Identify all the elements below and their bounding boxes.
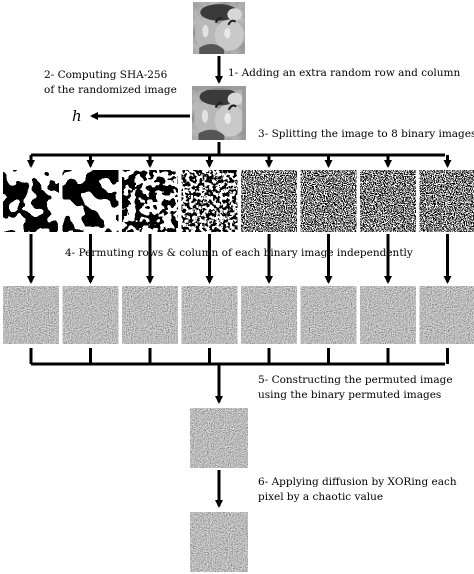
step5-label-line2: using the binary permuted images bbox=[258, 389, 441, 401]
step6-label-line2: pixel by a chaotic value bbox=[258, 491, 383, 503]
bit-plane-7 bbox=[360, 170, 416, 232]
step5-label-line1: 5- Constructing the permuted image bbox=[258, 374, 453, 386]
permuted-plane-2 bbox=[62, 286, 119, 344]
permuted-plane-4 bbox=[181, 286, 238, 344]
combine-ticks bbox=[29, 348, 449, 364]
hash-symbol: h bbox=[72, 107, 82, 125]
step2-label-line2: of the randomized image bbox=[44, 84, 177, 96]
bit-plane-8 bbox=[419, 170, 474, 232]
bit-planes-row bbox=[3, 170, 474, 232]
permuted-plane-8 bbox=[419, 286, 474, 344]
permuted-plane-1 bbox=[3, 286, 59, 344]
step4-label: 4- Permuting rows & column of each binar… bbox=[65, 247, 413, 259]
bit-plane-4 bbox=[181, 170, 238, 232]
randomized-image bbox=[192, 86, 246, 140]
bit-plane-2 bbox=[62, 170, 119, 232]
encrypted-image bbox=[190, 512, 248, 572]
step6-label-line1: 6- Applying diffusion by XORing each bbox=[258, 476, 457, 488]
split-arrows bbox=[27, 155, 452, 168]
bit-plane-1 bbox=[3, 170, 59, 232]
permuted-planes-row bbox=[3, 286, 474, 344]
permuted-image bbox=[190, 408, 248, 468]
original-image bbox=[193, 2, 245, 54]
step2-label-line1: 2- Computing SHA-256 bbox=[44, 69, 168, 81]
step1-label: 1- Adding an extra random row and column bbox=[228, 67, 461, 79]
permuted-plane-6 bbox=[300, 286, 357, 344]
permuted-plane-5 bbox=[241, 286, 297, 344]
bit-plane-5 bbox=[241, 170, 297, 232]
permuted-plane-7 bbox=[360, 286, 416, 344]
bit-plane-3 bbox=[122, 170, 178, 232]
permuted-plane-3 bbox=[122, 286, 178, 344]
step3-label: 3- Splitting the image to 8 binary image… bbox=[258, 128, 474, 140]
permute-arrows bbox=[27, 234, 452, 284]
bit-plane-6 bbox=[300, 170, 357, 232]
